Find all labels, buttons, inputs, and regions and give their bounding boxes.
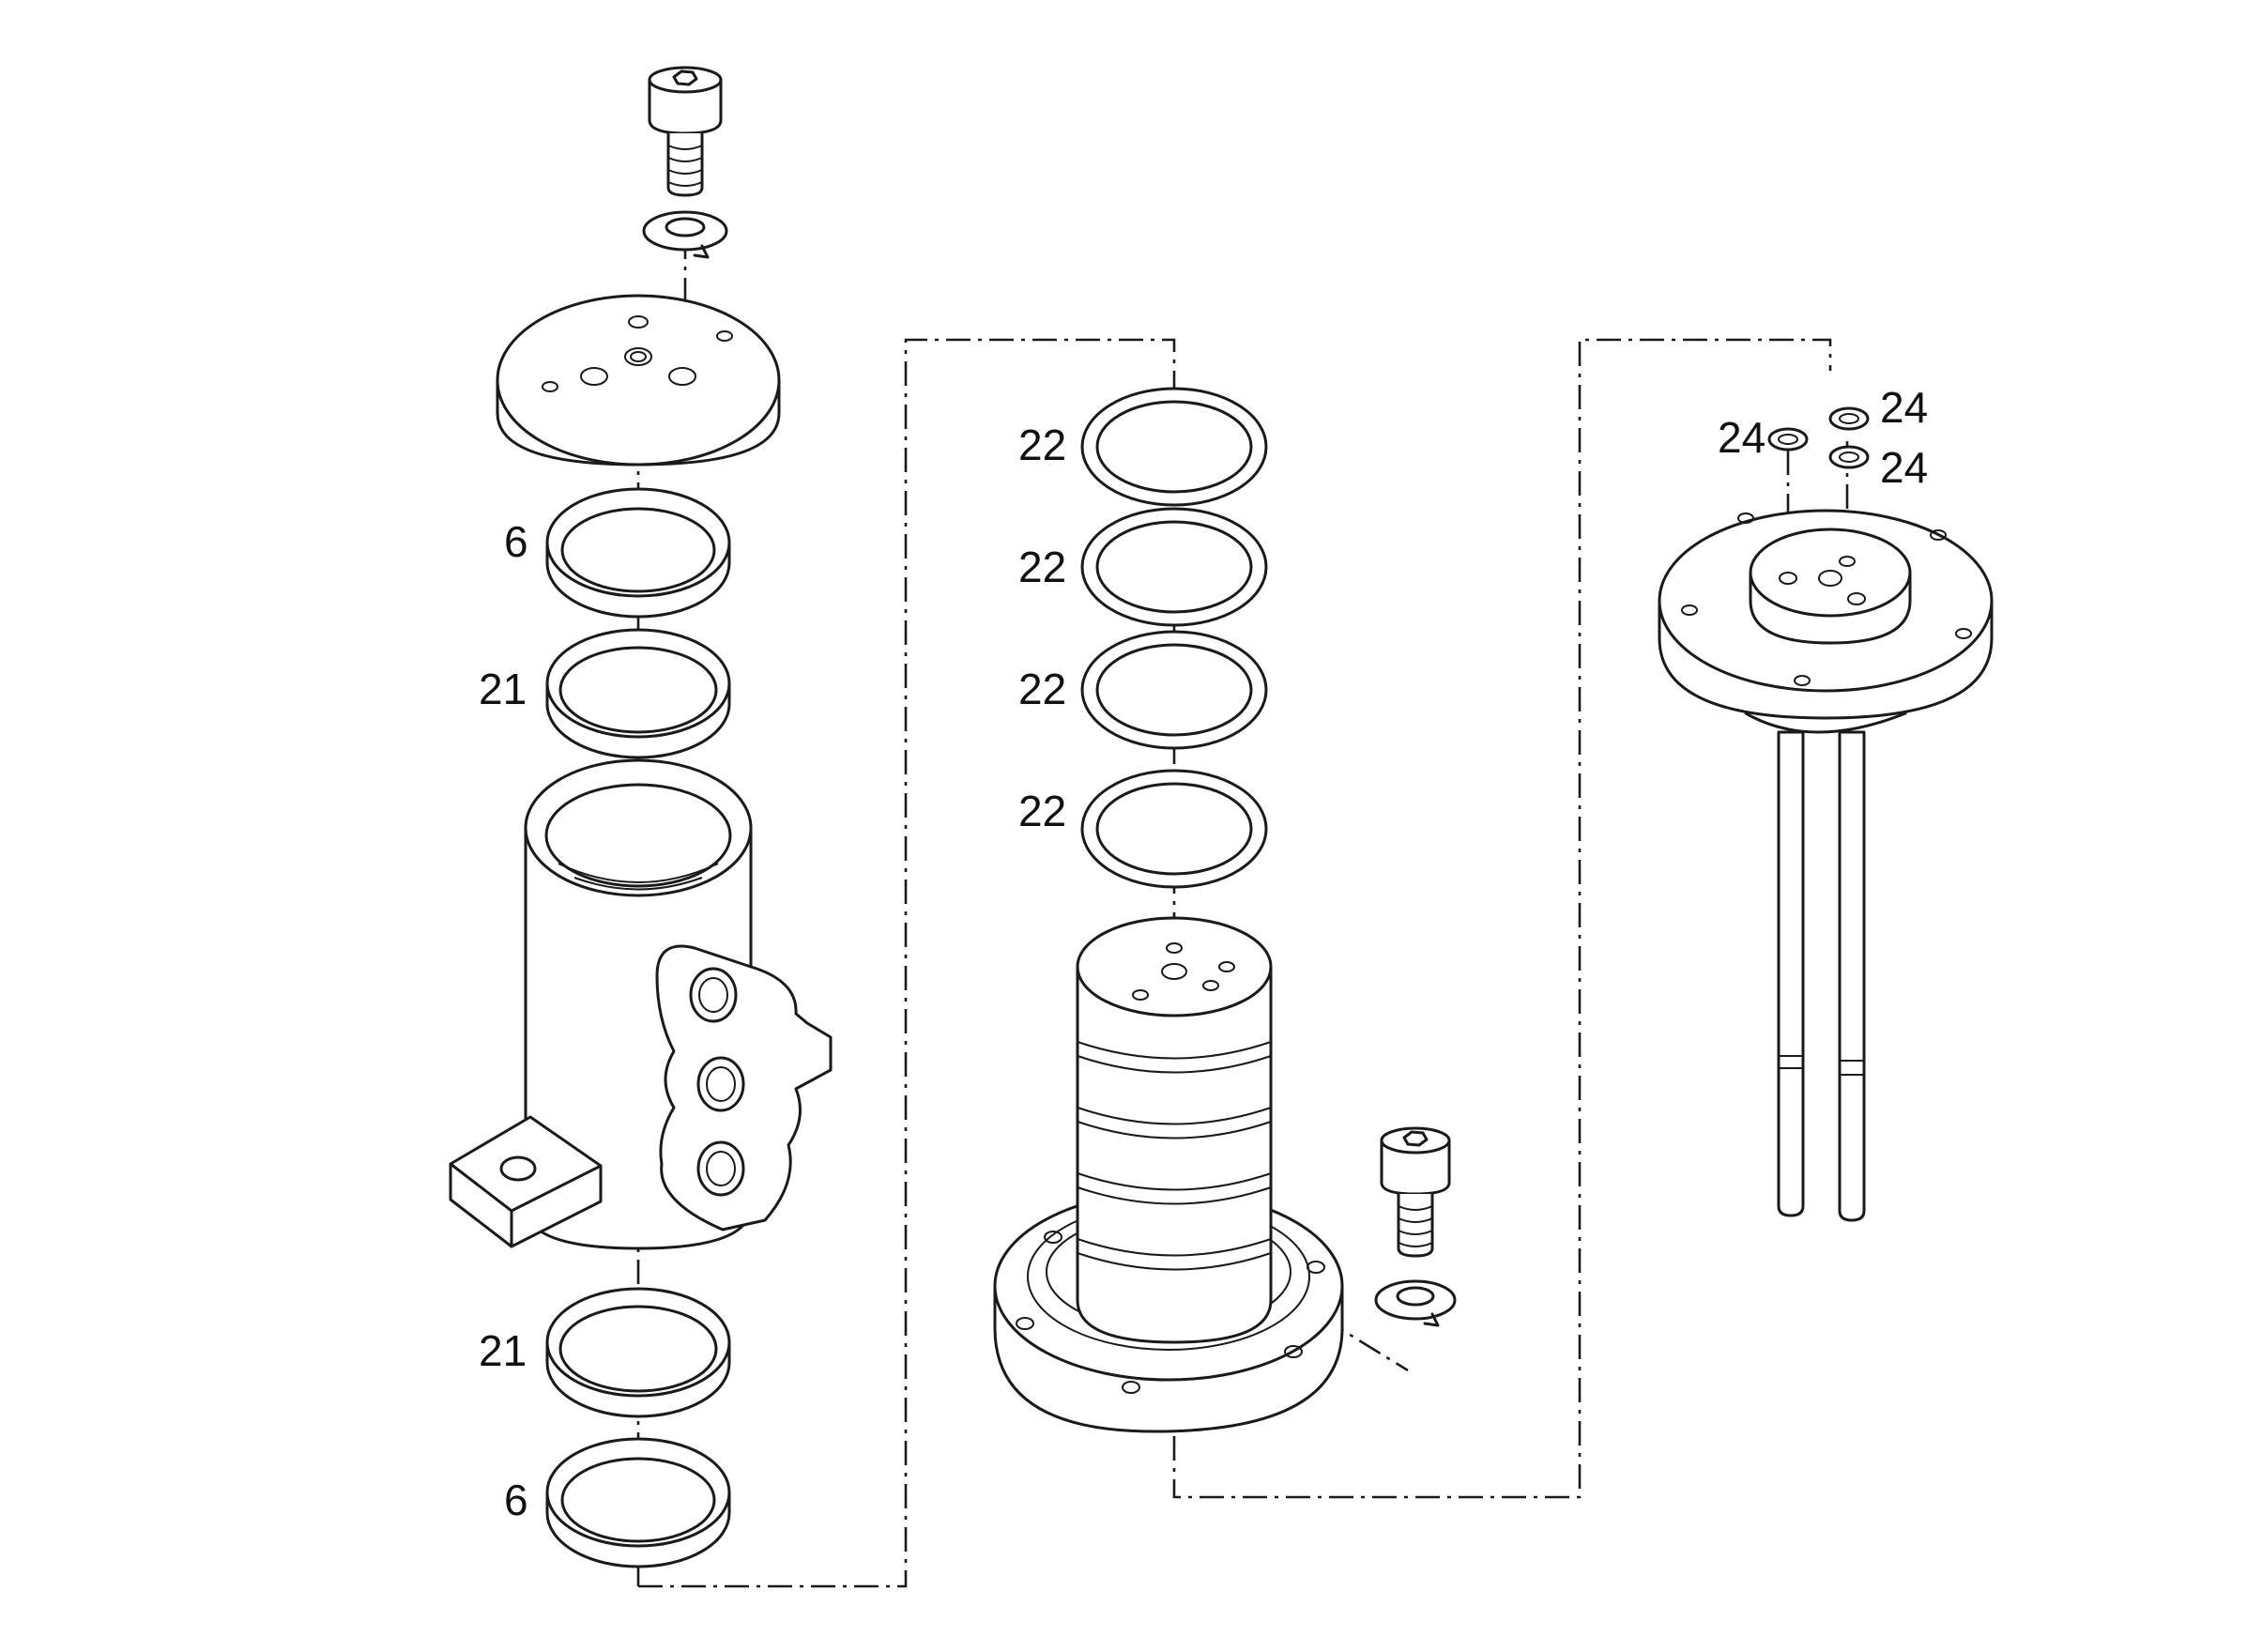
cap-screw-middle <box>1380 1126 1451 1258</box>
callout-labels: 6 21 21 6 22 22 22 22 24 24 24 <box>479 383 1928 1524</box>
o-ring-22-2 <box>1080 507 1268 627</box>
washer-24-bottom <box>1828 445 1870 469</box>
callout-washer-24-left: 24 <box>1718 413 1765 462</box>
callout-seal-6-bottom: 6 <box>504 1476 528 1524</box>
seal-ring-6-top <box>545 487 731 619</box>
callout-o-ring-22-1: 22 <box>1018 421 1066 469</box>
washer-24-left <box>1767 427 1809 451</box>
o-ring-22-3 <box>1080 630 1268 750</box>
callout-ring-21-bottom: 21 <box>479 1326 527 1375</box>
distributor-plate <box>1658 509 1994 1222</box>
washer-24-top <box>1828 406 1870 431</box>
end-cover-plate <box>496 294 781 467</box>
seal-ring-6-bottom <box>545 1437 731 1568</box>
rotor-shaft <box>993 916 1344 1433</box>
callout-ring-21-top: 21 <box>479 665 527 713</box>
seal-ring-21-top <box>545 628 731 759</box>
swivel-housing <box>449 758 833 1250</box>
o-ring-22-4 <box>1080 769 1268 889</box>
callout-o-ring-22-3: 22 <box>1018 665 1066 713</box>
callout-seal-6-top: 6 <box>504 517 528 566</box>
callout-o-ring-22-2: 22 <box>1018 543 1066 591</box>
callout-washer-24-bottom: 24 <box>1880 443 1928 492</box>
cap-screw-left <box>648 66 723 197</box>
o-ring-22-1 <box>1080 387 1268 507</box>
lock-washer-middle <box>1374 1279 1457 1327</box>
lock-washer-left <box>642 210 728 259</box>
callout-washer-24-top: 24 <box>1880 383 1928 432</box>
callout-o-ring-22-4: 22 <box>1018 787 1066 835</box>
seal-ring-21-bottom <box>545 1287 731 1418</box>
